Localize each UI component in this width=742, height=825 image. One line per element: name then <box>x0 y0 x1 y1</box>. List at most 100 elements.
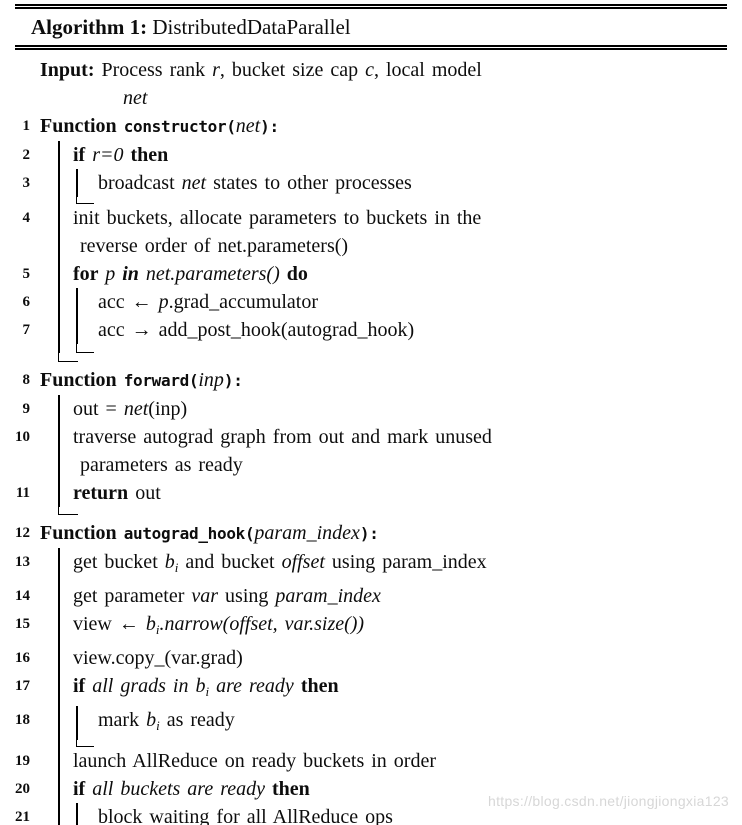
block-rail <box>58 479 60 507</box>
algo-line: 5 for p in net.parameters() do <box>23 260 727 288</box>
block-rail <box>58 747 60 775</box>
line-text: traverse autograd graph from out and mar… <box>73 426 492 448</box>
line-number: 19 <box>15 753 30 769</box>
block-rail <box>58 610 60 644</box>
block-rail-end <box>58 353 78 362</box>
line-text-continuation: reverse order of net.parameters() <box>80 235 349 257</box>
algo-input: Input: Process rank r, bucket size cap c… <box>40 56 727 112</box>
block-rail-end <box>76 197 94 204</box>
line-text: for p in net.parameters() do <box>73 263 308 285</box>
line-text: Function forward(inp): <box>40 369 243 391</box>
line-number: 11 <box>15 485 30 501</box>
line-number: 15 <box>15 616 30 632</box>
algo-line: 15 view ← bi.narrow(offset, var.size()) <box>15 610 727 644</box>
algo-line: 3 broadcast net states to other processe… <box>23 169 727 197</box>
block-rail <box>58 740 60 747</box>
line-number: 8 <box>22 372 31 388</box>
line-text: out = net(inp) <box>73 398 188 420</box>
algorithm-body: Input: Process rank r, bucket size cap c… <box>15 50 727 825</box>
line-number: 5 <box>22 266 31 282</box>
block-rail <box>58 316 60 344</box>
block-rail <box>76 169 78 197</box>
algo-line: 14 get parameter var using param_index <box>15 582 727 610</box>
block-rail <box>58 803 60 825</box>
algo-line: 9 out = net(inp) <box>23 395 727 423</box>
line-text: init buckets, allocate parameters to buc… <box>73 207 482 229</box>
line-text: view.copy_(var.grad) <box>73 647 243 669</box>
algo-line: 12 Function autograd_hook(param_index): <box>15 519 727 548</box>
line-number: 20 <box>15 781 30 797</box>
algorithm-box: Algorithm 1: DistributedDataParallel Inp… <box>15 4 727 825</box>
algo-input-text: Input: Process rank r, bucket size cap c… <box>40 59 482 81</box>
block-rail <box>58 141 60 169</box>
algo-line: 16 view.copy_(var.grad) <box>15 644 727 672</box>
line-number: 4 <box>22 210 31 226</box>
line-number: 13 <box>15 554 30 570</box>
block-rail <box>58 775 60 803</box>
line-number: 2 <box>22 147 31 163</box>
algo-line: 7 acc → add_post_hook(autograd_hook) <box>23 316 727 344</box>
line-number: 9 <box>22 401 31 417</box>
block-rail <box>58 706 60 740</box>
block-rail <box>76 316 78 344</box>
line-number: 12 <box>15 525 30 541</box>
block-end-spacer <box>40 197 727 204</box>
algo-line: 19 launch AllReduce on ready buckets in … <box>15 747 727 775</box>
block-rail <box>58 548 60 582</box>
block-rail-end <box>76 344 94 353</box>
line-text: launch AllReduce on ready buckets in ord… <box>73 750 436 772</box>
line-text-continuation: parameters as ready <box>80 454 243 476</box>
block-rail <box>58 204 60 260</box>
block-rail <box>58 344 60 353</box>
line-number: 3 <box>22 175 31 191</box>
line-text: Function autograd_hook(param_index): <box>40 522 379 544</box>
line-text: Function constructor(net): <box>40 115 279 137</box>
line-number: 10 <box>15 429 30 445</box>
line-text: block waiting for all AllReduce ops <box>98 806 393 825</box>
block-end-spacer <box>40 740 727 747</box>
block-rail <box>58 395 60 423</box>
line-text: acc ← p.grad_accumulator <box>98 291 319 313</box>
block-rail-end <box>58 507 78 515</box>
line-text: get parameter var using param_index <box>73 585 381 607</box>
block-rail <box>58 582 60 610</box>
algo-input-continuation: net <box>123 87 148 109</box>
line-text: if r=0 then <box>73 144 169 166</box>
line-text: if all buckets are ready then <box>73 778 310 800</box>
line-number: 7 <box>22 322 31 338</box>
line-number: 21 <box>15 809 30 825</box>
block-rail <box>76 288 78 316</box>
line-text: view ← bi.narrow(offset, var.size()) <box>73 613 365 637</box>
block-rail <box>76 706 78 740</box>
algo-line: 4 init buckets, allocate parameters to b… <box>23 204 727 260</box>
block-rail <box>58 197 60 204</box>
algo-line: 6 acc ← p.grad_accumulator <box>23 288 727 316</box>
block-rail <box>58 672 60 706</box>
line-text: acc → add_post_hook(autograd_hook) <box>98 319 415 341</box>
block-rail <box>76 803 78 825</box>
block-rail-end <box>76 740 94 747</box>
line-number: 17 <box>15 678 30 694</box>
algo-line: 17 if all grads in bi are ready then <box>15 672 727 706</box>
algo-line: 1 Function constructor(net): <box>23 112 727 141</box>
algo-line: 2 if r=0 then <box>23 141 727 169</box>
algo-line: 8 Function forward(inp): <box>23 366 727 395</box>
line-number: 14 <box>15 588 30 604</box>
block-rail <box>58 260 60 288</box>
block-rail <box>58 169 60 197</box>
algo-line: 21 block waiting for all AllReduce ops <box>15 803 727 825</box>
block-end-spacer <box>40 507 727 515</box>
line-number: 16 <box>15 650 30 666</box>
block-rail <box>58 423 60 479</box>
line-text: if all grads in bi are ready then <box>73 675 339 699</box>
line-number: 6 <box>22 294 31 310</box>
algo-line: 20 if all buckets are ready then <box>15 775 727 803</box>
algo-line: 13 get bucket bi and bucket offset using… <box>15 548 727 582</box>
block-rail <box>58 288 60 316</box>
csdn-watermark: https://blog.csdn.net/jiongjiongxia123 <box>487 793 729 809</box>
algo-line: 10 traverse autograd graph from out and … <box>15 423 727 479</box>
line-text: get bucket bi and bucket offset using pa… <box>73 551 487 575</box>
algorithm-caption-text: Algorithm 1: DistributedDataParallel <box>31 15 351 39</box>
line-text: mark bi as ready <box>98 709 235 733</box>
